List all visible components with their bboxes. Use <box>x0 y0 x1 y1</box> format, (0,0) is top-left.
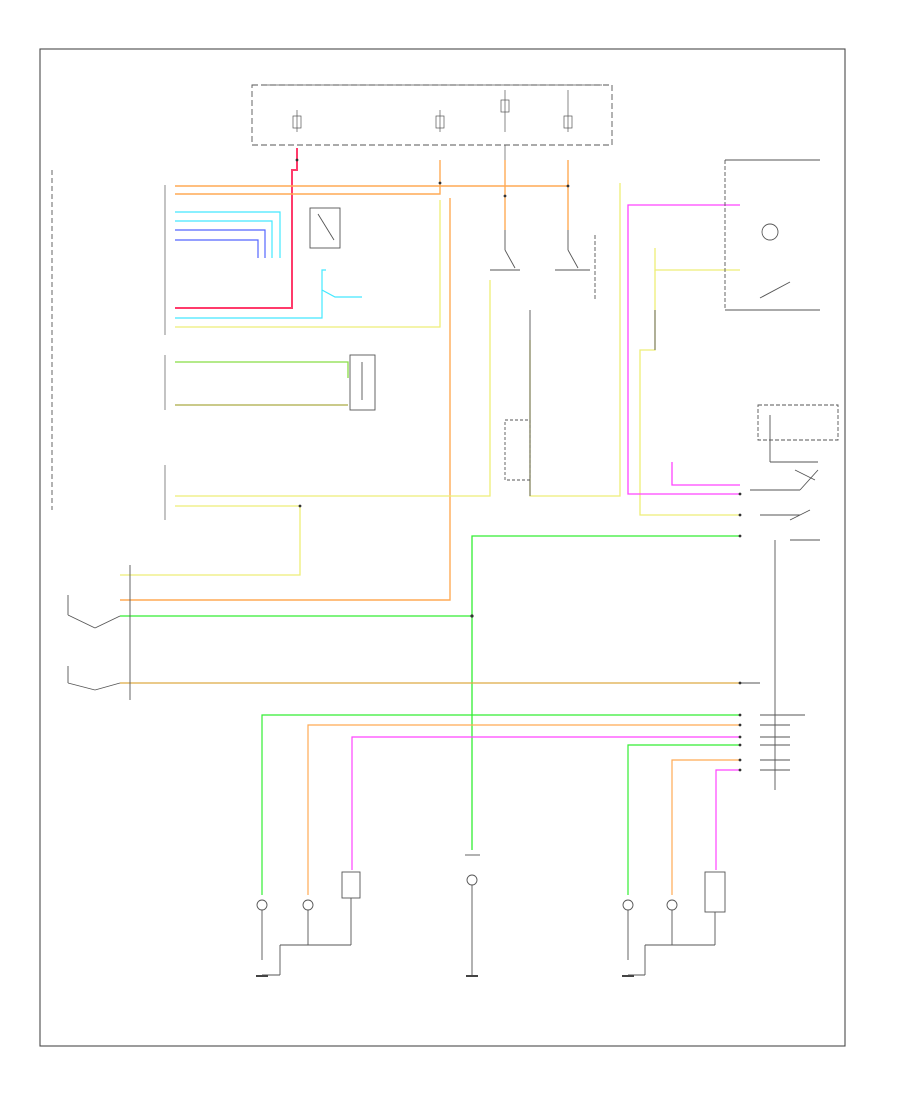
wire-orange-top <box>175 180 569 187</box>
wire-pink-right-lamp <box>715 769 740 870</box>
wire-green-right-lamp <box>627 744 740 895</box>
wire-green-switch <box>120 535 740 617</box>
wire-tan-right-lamp <box>671 759 740 895</box>
diagram-frame <box>39 48 846 1047</box>
wire-blue-2 <box>175 239 259 258</box>
wire-tan-ext <box>120 505 301 576</box>
wire-red <box>175 148 298 309</box>
ground-symbols <box>256 975 634 977</box>
wire-blue-1 <box>175 229 266 258</box>
wire-cyan-1 <box>175 211 281 258</box>
wire-yellow-main <box>175 200 441 328</box>
wire-yellow-right <box>529 183 621 497</box>
wire-tan-left-lamp <box>307 724 740 895</box>
wire-green-door <box>175 361 349 378</box>
connector-dots <box>295 158 742 772</box>
wire-pink-left-lamp <box>351 736 740 870</box>
wire-cyan-4 <box>321 289 362 298</box>
wire-green-left-lamp <box>261 714 740 895</box>
fuse-block <box>251 84 613 160</box>
wire-orange-2 <box>175 160 441 195</box>
wire-orange-3 <box>120 198 451 601</box>
wire-yellow-headlamp-switch <box>175 280 491 497</box>
wire-pink-top <box>627 204 740 495</box>
wire-pink-right <box>671 462 740 486</box>
left-harness-block <box>51 170 166 520</box>
wire-tan-right <box>654 248 740 271</box>
wire-cyan-3 <box>175 269 326 319</box>
black-circuits <box>67 159 839 976</box>
wire-cyan-2 <box>175 220 273 258</box>
